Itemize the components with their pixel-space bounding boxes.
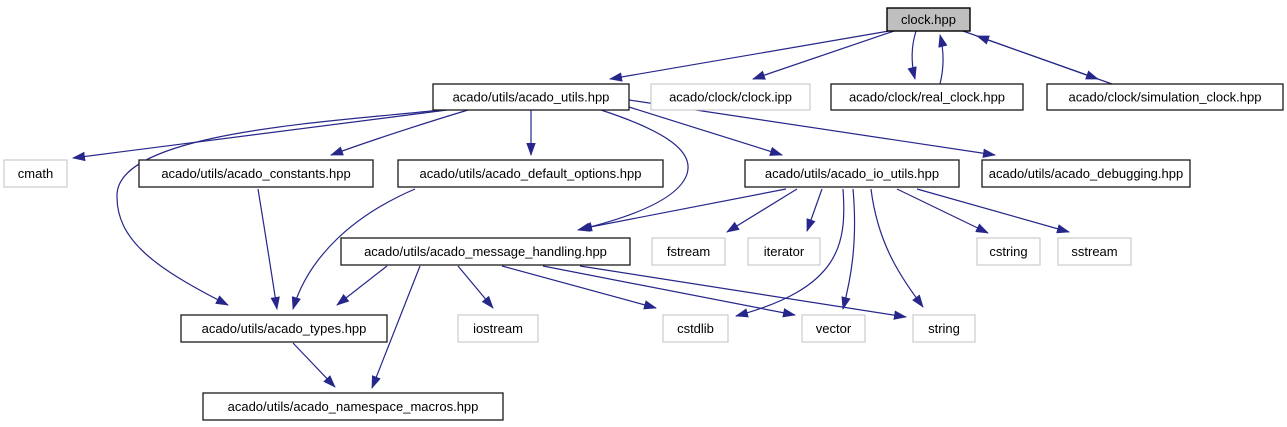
edge-clock_hpp-to-clock_ipp (752, 30, 895, 80)
node-label: acado/utils/acado_types.hpp (202, 321, 367, 336)
edge-io_utils-to-iterator (806, 188, 823, 232)
edge-message_handling-to-iostream (457, 265, 494, 309)
node-label: cmath (18, 166, 53, 181)
node-box (1057, 237, 1132, 266)
node-box (886, 7, 971, 32)
node-box (651, 237, 726, 266)
node-box (432, 83, 630, 111)
node-box (981, 159, 1191, 188)
node-label: cstdlib (677, 321, 714, 336)
node-label: acado/clock/clock.ipp (669, 90, 792, 105)
node-fstream[interactable]: fstream (651, 237, 726, 266)
node-box (340, 237, 631, 266)
edge-io_utils-to-fstream (726, 188, 798, 233)
node-box (912, 314, 976, 343)
node-label: acado/utils/acado_message_handling.hpp (364, 244, 607, 259)
node-label: acado/utils/acado_constants.hpp (161, 166, 350, 181)
node-namespace-macros[interactable]: acado/utils/acado_namespace_macros.hpp (202, 392, 504, 421)
edge-message_handling-to-string (579, 265, 907, 320)
node-box (976, 237, 1041, 266)
node-box (650, 83, 811, 111)
node-io-utils[interactable]: acado/utils/acado_io_utils.hpp (744, 159, 960, 188)
edge-acado_utils-to-cmath (72, 109, 448, 162)
node-label: acado/utils/acado_namespace_macros.hpp (228, 399, 479, 414)
node-box (397, 159, 664, 188)
node-label: acado/utils/acado_default_options.hpp (420, 166, 642, 181)
node-simulation-clock[interactable]: acado/clock/simulation_clock.hpp (1046, 83, 1284, 111)
node-label: clock.hpp (901, 12, 956, 27)
node-label: acado/clock/simulation_clock.hpp (1069, 90, 1262, 105)
edge-simulation_clock-to-clock_hpp (976, 35, 1113, 85)
node-box (138, 159, 374, 188)
node-cmath[interactable]: cmath (3, 159, 68, 188)
node-label: acado/utils/acado_utils.hpp (453, 90, 610, 105)
edge-io_utils-to-sstream (916, 188, 1070, 234)
node-string[interactable]: string (912, 314, 976, 343)
node-box (830, 83, 1024, 111)
node-box (202, 392, 504, 421)
edge-types-to-namespace_macros (292, 342, 336, 388)
edge-clock_hpp-to-real_clock (907, 30, 917, 80)
node-label: iterator (764, 244, 805, 259)
edge-acado_utils-to-io_utils (628, 106, 783, 156)
node-box (180, 314, 388, 343)
node-label: fstream (667, 244, 710, 259)
node-box (457, 314, 539, 343)
node-clock-hpp[interactable]: clock.hpp (886, 7, 971, 32)
edge-io_utils-to-cstring (896, 188, 989, 234)
edge-message_handling-to-namespace_macros (371, 265, 421, 389)
node-box (1046, 83, 1284, 111)
node-label: acado/utils/acado_io_utils.hpp (765, 166, 939, 181)
edge-io_utils-to-cstdlib (735, 188, 845, 318)
node-sstream[interactable]: sstream (1057, 237, 1132, 266)
edge-constants-to-types (257, 188, 280, 310)
node-label: cstring (989, 244, 1027, 259)
node-acado-utils[interactable]: acado/utils/acado_utils.hpp (432, 83, 630, 111)
node-label: vector (816, 321, 852, 336)
node-label: string (928, 321, 960, 336)
node-label: iostream (473, 321, 523, 336)
node-box (744, 159, 960, 188)
edge-default_options-to-types (291, 188, 416, 310)
edge-clock_hpp-to-acado_utils (609, 30, 890, 82)
edge-io_utils-to-string (870, 188, 924, 308)
node-clock-ipp[interactable]: acado/clock/clock.ipp (650, 83, 811, 111)
node-iostream[interactable]: iostream (457, 314, 539, 343)
edge-message_handling-to-types (336, 265, 388, 306)
edge-io_utils-to-vector (841, 188, 856, 310)
edge-io_utils-to-message_handling (579, 188, 787, 232)
node-box (3, 159, 68, 188)
node-message-handling[interactable]: acado/utils/acado_message_handling.hpp (340, 237, 631, 266)
node-cstdlib[interactable]: cstdlib (662, 314, 729, 343)
edge-real_clock-to-clock_hpp (938, 34, 948, 85)
edge-message_handling-to-cstdlib (501, 265, 657, 310)
node-box (662, 314, 729, 343)
edge-acado_utils-to-types (116, 109, 442, 306)
node-constants[interactable]: acado/utils/acado_constants.hpp (138, 159, 374, 188)
node-box (747, 237, 821, 266)
node-box (801, 314, 866, 343)
node-debugging[interactable]: acado/utils/acado_debugging.hpp (981, 159, 1191, 188)
node-cstring[interactable]: cstring (976, 237, 1041, 266)
node-real-clock[interactable]: acado/clock/real_clock.hpp (830, 83, 1024, 111)
node-iterator[interactable]: iterator (747, 237, 821, 266)
node-vector[interactable]: vector (801, 314, 866, 343)
edge-acado_utils-to-message_handling (577, 109, 689, 232)
edge-message_handling-to-vector (542, 265, 796, 318)
node-types[interactable]: acado/utils/acado_types.hpp (180, 314, 388, 343)
node-label: sstream (1071, 244, 1117, 259)
node-default-options[interactable]: acado/utils/acado_default_options.hpp (397, 159, 664, 188)
edge-acado_utils-to-constants (330, 109, 469, 156)
node-label: acado/utils/acado_debugging.hpp (989, 166, 1183, 181)
node-label: acado/clock/real_clock.hpp (849, 90, 1005, 105)
